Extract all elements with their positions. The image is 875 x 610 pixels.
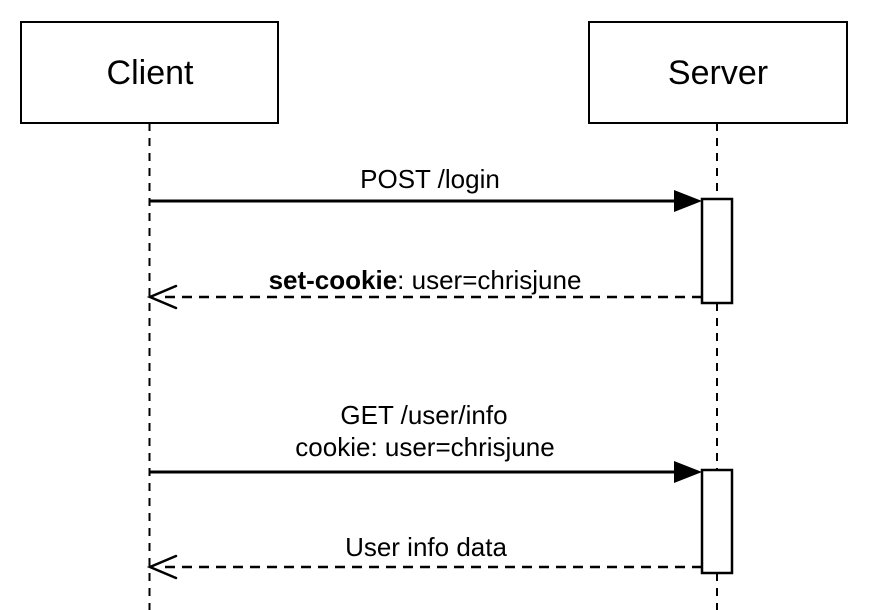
open-arrowhead-icon [146,554,178,580]
filled-arrowhead-icon [674,461,702,483]
message-label: set-cookie: user=chrisjune [269,265,582,295]
filled-arrowhead-icon [674,190,702,212]
actor-box-server [588,21,848,124]
actor-box-client [20,21,279,124]
message-label-line2: cookie: user=chrisjune [295,432,554,462]
message-label-bold-part: set-cookie [269,265,398,295]
actor-label-client: Client [107,54,194,92]
message-label-rest-part: : user=chrisjune [397,265,581,295]
message-set-cookie: set-cookie: user=chrisjune [146,265,702,310]
message-post-login: POST /login [150,164,702,212]
activation-bar-2 [700,468,734,575]
message-get-user-info: GET /user/info cookie: user=chrisjune [150,400,702,483]
message-label: POST /login [360,164,500,194]
actor-label-server: Server [668,54,768,92]
message-label: User info data [345,532,507,562]
open-arrowhead-icon [146,284,178,310]
activation-bar-1 [700,197,734,305]
message-user-info-data: User info data [146,532,702,580]
message-label-line1: GET /user/info [340,400,507,430]
